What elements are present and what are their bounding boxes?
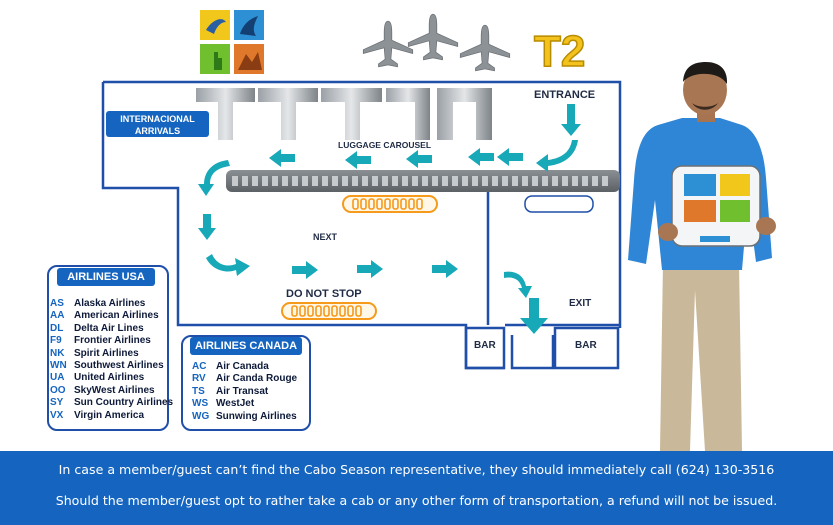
airline-item: AA American Airlines xyxy=(50,310,173,322)
terminal-outline xyxy=(101,80,622,370)
airline-item: OO SkyWest Airlines xyxy=(50,385,173,397)
airline-code: UA xyxy=(50,372,65,384)
airplane-icon xyxy=(362,20,414,68)
airline-name: Air Canda Rouge xyxy=(216,373,298,385)
airline-name: Alaska Airlines xyxy=(74,298,146,309)
airlines-canada-title: AIRLINES CANADA xyxy=(190,337,302,355)
arrow-icon xyxy=(468,148,494,166)
arrow-icon xyxy=(292,261,318,279)
airline-item: WS WestJet xyxy=(192,398,297,410)
airline-code: WG xyxy=(192,410,210,422)
luggage-belt xyxy=(226,170,620,192)
exit-label: EXIT xyxy=(569,298,592,309)
airline-item: UA United Airlines xyxy=(50,372,173,384)
terminal-code: T2 xyxy=(533,27,586,77)
entrance-label: ENTRANCE xyxy=(534,89,596,101)
bar-right-label: BAR xyxy=(575,340,597,351)
airline-name: SkyWest Airlines xyxy=(74,384,155,396)
airline-code: AA xyxy=(50,310,65,322)
airline-name: Sun Country Airlines xyxy=(74,397,174,409)
arrow-icon xyxy=(357,260,383,278)
airline-code: AC xyxy=(192,361,207,372)
airplane-icon xyxy=(459,24,511,72)
airline-item: TS Air Transat xyxy=(192,386,297,398)
airline-name: Sunwing Airlines xyxy=(216,410,297,422)
airline-name: American Airlines xyxy=(74,310,159,322)
international-arrivals-sign: INTERNACIONAL ARRIVALS xyxy=(106,111,209,137)
orange-belt xyxy=(342,195,438,213)
arrow-icon xyxy=(206,254,250,276)
logo-tile-icon xyxy=(200,10,264,74)
airline-name: Virgin America xyxy=(74,409,145,421)
airline-code: OO xyxy=(50,384,66,396)
arrow-icon xyxy=(345,151,371,169)
airline-name: Air Transat xyxy=(216,385,269,397)
airline-code: RV xyxy=(192,373,206,385)
luggage-carousel-label: LUGGAGE CAROUSEL xyxy=(338,140,432,150)
exit-gate-marker xyxy=(524,195,594,213)
gate-shapes xyxy=(196,88,492,140)
arrow-icon xyxy=(406,150,432,168)
airline-name: Delta Air Lines xyxy=(74,322,144,334)
airline-code: DL xyxy=(50,322,64,334)
airline-name: Air Canada xyxy=(216,361,269,372)
airline-name: Southwest Airlines xyxy=(74,360,164,372)
airline-code: AS xyxy=(50,298,64,309)
airline-item: F9 Frontier Airlines xyxy=(50,335,173,347)
arrow-icon xyxy=(198,214,216,240)
airline-name: Spirit Airlines xyxy=(74,347,139,359)
airline-code: F9 xyxy=(50,335,62,347)
airline-item: NK Spirit Airlines xyxy=(50,348,173,360)
arrow-icon xyxy=(536,104,581,172)
airline-item: WG Sunwing Airlines xyxy=(192,411,297,423)
airline-name: WestJet xyxy=(216,398,255,410)
arrow-icon xyxy=(432,260,458,278)
international-arrivals-line2: ARRIVALS xyxy=(134,126,181,136)
airlines-canada-box xyxy=(181,335,311,431)
airline-name: Frontier Airlines xyxy=(74,335,151,347)
map-drawing xyxy=(47,10,776,451)
representative-person xyxy=(628,62,776,451)
airline-code: NK xyxy=(50,347,65,359)
airline-name: United Airlines xyxy=(74,372,145,384)
airlines-usa-box xyxy=(47,265,169,431)
international-arrivals-line1: INTERNACIONAL xyxy=(120,114,195,124)
airline-item: WN Southwest Airlines xyxy=(50,360,173,372)
footer-line-1: In case a member/guest can’t find the Ca… xyxy=(58,462,775,477)
airline-item: AS Alaska Airlines xyxy=(50,298,173,310)
airline-code: SY xyxy=(50,397,64,409)
airline-item: RV Air Canda Rouge xyxy=(192,373,297,385)
airline-code: VX xyxy=(50,409,64,421)
airline-item: VX Virgin America xyxy=(50,410,173,422)
footer-line-2: Should the member/guest opt to rather ta… xyxy=(55,493,778,508)
footer-banner: In case a member/guest can’t find the Ca… xyxy=(0,451,833,525)
airline-code: TS xyxy=(192,385,205,397)
airline-item: SY Sun Country Airlines xyxy=(50,397,173,409)
airline-item: AC Air Canada xyxy=(192,361,297,373)
next-label: NEXT xyxy=(313,232,338,242)
bar-left-label: BAR xyxy=(474,340,496,351)
airplane-icon xyxy=(407,13,459,61)
arrow-icon xyxy=(497,148,523,166)
orange-belt xyxy=(281,302,377,320)
arrow-icon xyxy=(504,271,548,334)
airline-code: WS xyxy=(192,398,209,410)
do-not-stop-label: DO NOT STOP xyxy=(286,288,362,300)
arrow-icon xyxy=(198,160,230,196)
arrow-icon xyxy=(269,149,295,167)
airline-item: DL Delta Air Lines xyxy=(50,323,173,335)
airlines-usa-title: AIRLINES USA xyxy=(57,268,155,286)
airline-code: WN xyxy=(50,360,67,372)
